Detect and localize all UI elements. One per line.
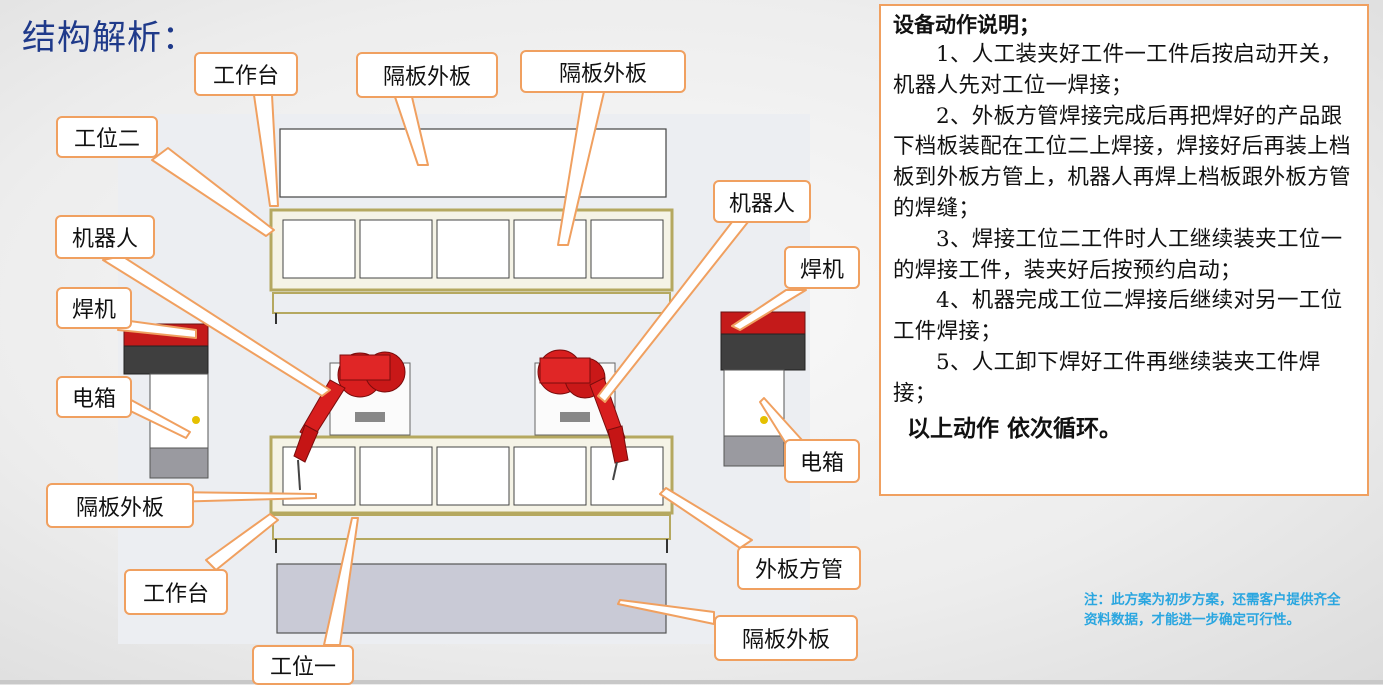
label-ebox-right: 电箱 bbox=[784, 439, 860, 483]
label-station2: 工位二 bbox=[56, 116, 158, 158]
action-description-box: 设备动作说明； 1、人工装夹好工件一工件后按启动开关，机器人先对工位一焊接； 2… bbox=[879, 4, 1369, 496]
label-robot-left: 机器人 bbox=[55, 215, 155, 259]
label-welder-right: 焊机 bbox=[784, 246, 860, 289]
label-ebox-left: 电箱 bbox=[56, 376, 132, 418]
page-title: 结构解析： bbox=[22, 18, 197, 58]
label-partition-top-1: 隔板外板 bbox=[356, 52, 498, 98]
label-partition-left: 隔板外板 bbox=[46, 483, 194, 528]
label-workbench-top: 工作台 bbox=[194, 52, 298, 96]
label-welder-left: 焊机 bbox=[56, 287, 132, 329]
label-station1: 工位一 bbox=[252, 645, 354, 685]
label-tube: 外板方管 bbox=[737, 546, 861, 590]
top-partition-panel bbox=[279, 128, 667, 198]
description-step: 4、机器完成工位二焊接后继续对另一工位工件焊接； bbox=[893, 288, 1343, 345]
label-workbench-bottom: 工作台 bbox=[124, 569, 228, 615]
label-robot-right: 机器人 bbox=[713, 180, 811, 223]
bottom-divider bbox=[0, 680, 1383, 684]
description-step: 1、人工装夹好工件一工件后按启动开关，机器人先对工位一焊接； bbox=[893, 42, 1343, 98]
description-loop: 以上动作 依次循环。 bbox=[907, 414, 1123, 442]
left-robot bbox=[293, 351, 411, 491]
description-step: 2、外板方管焊接完成后再把焊好的产品跟下档板装配在工位二上焊接，焊接好后再装上档… bbox=[893, 103, 1351, 221]
label-partition-top-2: 隔板外板 bbox=[520, 50, 686, 93]
note-text: 注：此方案为初步方案，还需客户提供齐全资料数据，才能进一步确定可行性。 bbox=[1084, 592, 1341, 628]
label-partition-bottom: 隔板外板 bbox=[714, 615, 858, 661]
description-step: 5、人工卸下焊好工件再继续装夹工件焊接； bbox=[893, 349, 1321, 406]
bottom-partition-panel bbox=[276, 563, 667, 634]
description-step: 3、焊接工位二工件时人工继续装夹工位一的焊接工件，装夹好后按预约启动； bbox=[893, 226, 1343, 283]
description-heading: 设备动作说明； bbox=[893, 12, 1040, 37]
